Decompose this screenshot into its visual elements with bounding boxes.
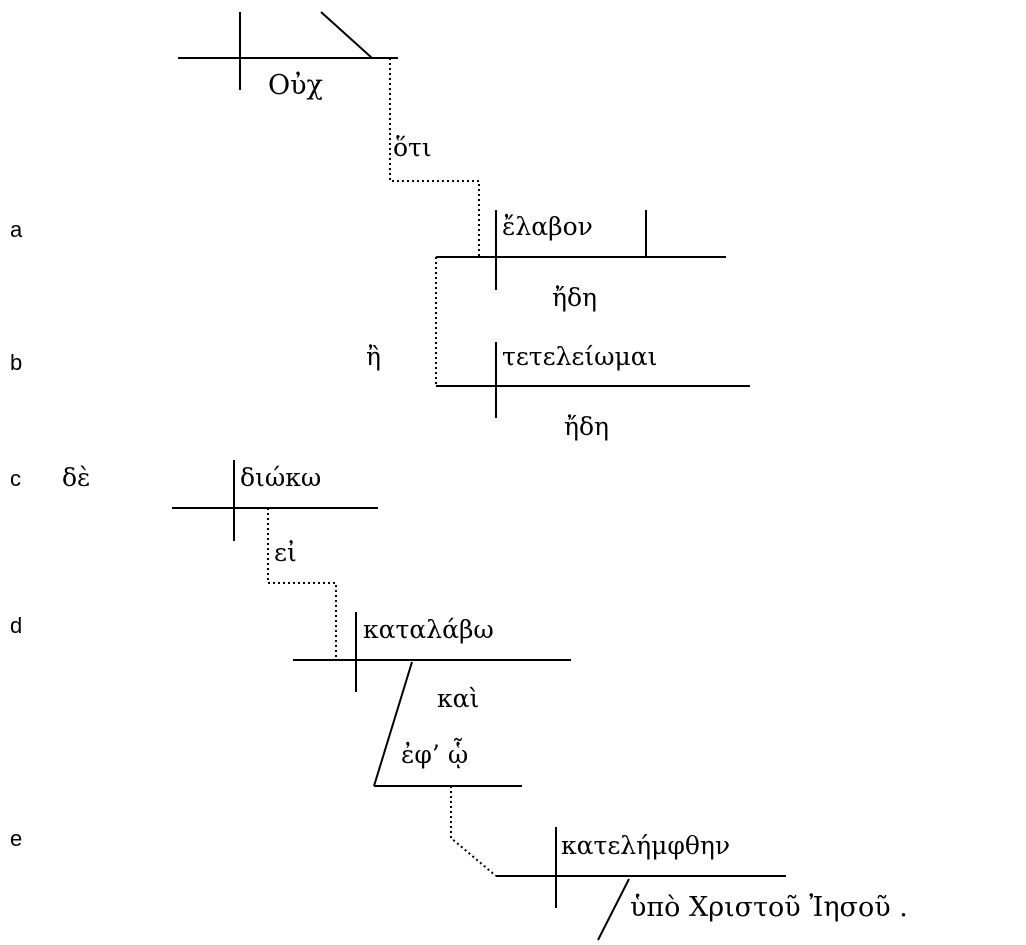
line-label-e: e [10,826,23,851]
slant-hypo [597,878,630,941]
word-ede-2: ἤδη [564,412,610,441]
word-dioko: διώκω [240,463,322,492]
word-e-particle: ἢ [366,342,381,371]
word-elabon: ἔλαβον [502,212,593,241]
connector-katelemphthen [450,786,497,877]
word-hoti: ὅτι [393,133,432,162]
word-teteleiomai: τετελείωμαι [502,342,658,371]
word-ouch: Οὐχ [268,70,323,101]
slant-kai [373,661,413,787]
connector-hoti [389,58,480,257]
word-kai: καὶ [437,684,480,713]
line-label-d: d [10,613,23,638]
word-katalabo: καταλάβω [363,615,494,644]
word-de: δὲ [62,463,91,492]
line-label-a: a [10,217,23,242]
line-label-c: c [10,466,21,491]
word-ei: εἰ [274,538,297,567]
word-ede-1: ἤδη [552,283,598,312]
slant-ouch [320,11,373,59]
connector-ei [267,508,337,660]
line-label-b: b [10,350,23,375]
word-hypo-christou-iesou: ὑπὸ Χριστοῦ Ἰησοῦ . [630,892,908,923]
word-katelemphthen: κατελήμφθην [561,831,731,860]
word-eph-ho: ἐφ’ ᾧ [401,740,469,769]
